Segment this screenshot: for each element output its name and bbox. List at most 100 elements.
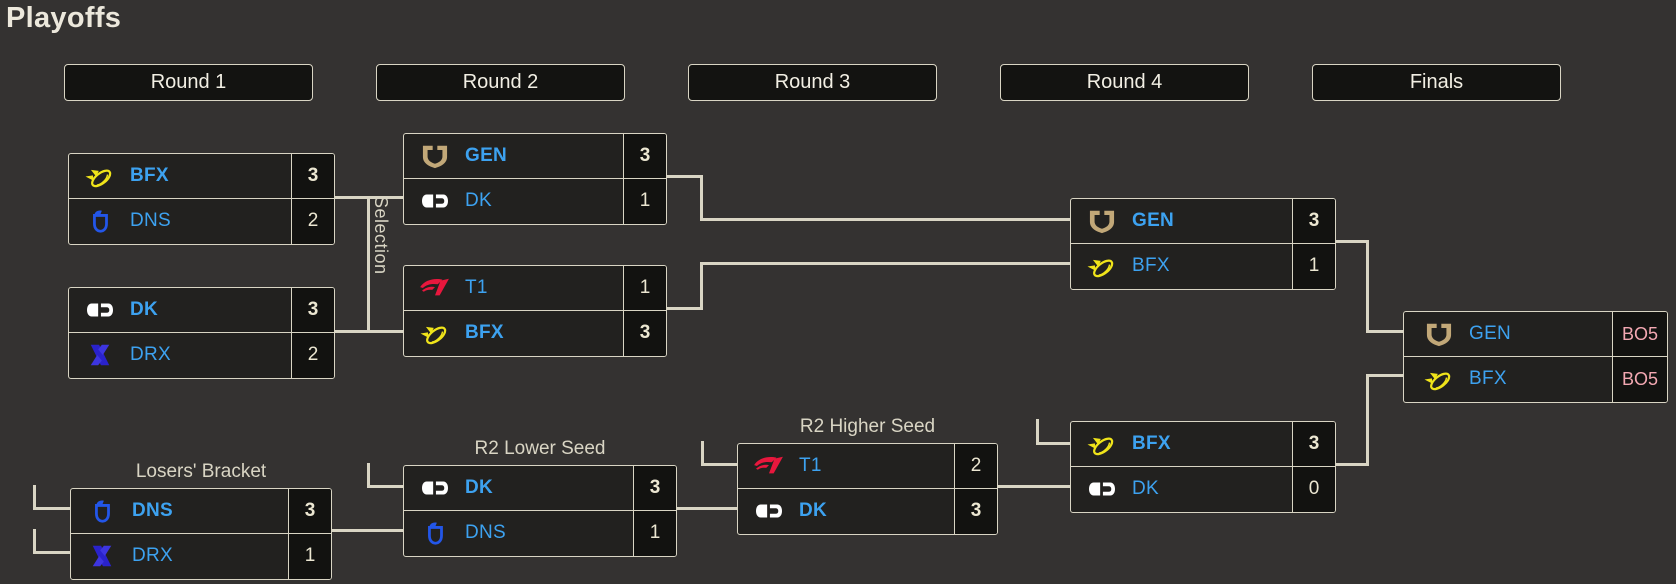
bracket-connector: [677, 507, 737, 510]
team-score: 3: [1292, 199, 1335, 243]
team-row: DNS 1: [404, 510, 676, 556]
team-name[interactable]: DRX: [130, 344, 172, 366]
bracket-connector: [367, 485, 403, 488]
bracket-connector: [1366, 374, 1369, 466]
match-r2-lower-seed-dk-dns: DK 3 DNS 1: [403, 465, 677, 557]
dk-logo-icon: [420, 188, 450, 214]
bracket-connector: [700, 262, 703, 310]
team-bestof: BO5: [1612, 357, 1667, 402]
team-score: 3: [954, 489, 997, 534]
match-losers-dns-drx: DNS 3 DRX 1: [70, 488, 332, 580]
selection-label: Selection: [371, 196, 391, 275]
match-round4-bfx-dk: BFX 3 DK 0: [1070, 421, 1336, 513]
team-row: T1 2: [738, 444, 997, 488]
gen-logo-icon: [420, 143, 450, 169]
match-round2-gen-dk: GEN 3 DK 1: [403, 133, 667, 225]
bracket-connector: [1366, 374, 1403, 377]
bfx-logo-icon: [85, 163, 115, 189]
bracket-connector: [33, 485, 36, 510]
team-score: 3: [1292, 422, 1335, 466]
team-row: BFX 3: [404, 310, 666, 356]
team-name[interactable]: BFX: [1132, 433, 1171, 454]
team-row: BFX 1: [1071, 243, 1335, 289]
team-score: 1: [623, 266, 666, 310]
bracket-connector: [1366, 330, 1403, 333]
team-name[interactable]: DNS: [132, 500, 174, 521]
team-row: DK 0: [1071, 466, 1335, 512]
match-round2-t1-bfx: T1 1 BFX 3: [403, 265, 667, 357]
team-row: DNS 3: [71, 489, 331, 533]
team-row: DRX 2: [69, 332, 334, 378]
dns-logo-icon: [87, 498, 117, 524]
team-name[interactable]: BFX: [1469, 368, 1507, 390]
team-score: 1: [288, 534, 331, 579]
round-header-finals: Finals: [1312, 64, 1561, 101]
r2-lower-seed-label: R2 Lower Seed: [474, 438, 606, 459]
team-name[interactable]: GEN: [1132, 210, 1175, 231]
bfx-logo-icon: [1087, 431, 1117, 457]
page-title: Playoffs: [6, 2, 122, 34]
bracket-connector: [701, 463, 737, 466]
bracket-connector: [332, 529, 403, 532]
team-row: GEN BO5: [1404, 312, 1667, 356]
team-name[interactable]: T1: [465, 277, 488, 298]
bracket-connector: [1336, 240, 1369, 243]
round-header-2: Round 2: [376, 64, 625, 101]
bracket-connector: [667, 307, 703, 310]
t1-logo-icon: [754, 453, 784, 479]
team-name[interactable]: DK: [465, 477, 494, 498]
team-score: 3: [633, 466, 676, 510]
team-score: 3: [623, 134, 666, 178]
team-name[interactable]: BFX: [130, 165, 169, 186]
dns-logo-icon: [420, 520, 450, 546]
team-score: 3: [288, 489, 331, 533]
bracket-connector: [1366, 240, 1369, 333]
team-score: 0: [1292, 467, 1335, 512]
team-score: 2: [954, 444, 997, 488]
match-round1-dk-drx: DK 3 DRX 2: [68, 287, 335, 379]
r2-higher-seed-label: R2 Higher Seed: [799, 416, 936, 437]
team-name[interactable]: DNS: [130, 210, 172, 232]
round-header-3: Round 3: [688, 64, 937, 101]
t1-logo-icon: [420, 275, 450, 301]
match-round1-bfx-dns: BFX 3 DNS 2: [68, 153, 335, 245]
bracket-connector: [33, 507, 70, 510]
bfx-logo-icon: [1087, 253, 1117, 279]
team-name[interactable]: GEN: [465, 145, 508, 166]
team-score: 3: [623, 311, 666, 356]
team-name[interactable]: DK: [1132, 478, 1159, 500]
bfx-logo-icon: [420, 320, 450, 346]
losers-bracket-label: Losers' Bracket: [135, 461, 267, 482]
bracket-connector: [367, 196, 370, 333]
team-name[interactable]: DRX: [132, 545, 174, 567]
round-header-4: Round 4: [1000, 64, 1249, 101]
dk-logo-icon: [420, 475, 450, 501]
team-name[interactable]: T1: [799, 455, 822, 476]
team-name[interactable]: DK: [465, 190, 492, 212]
team-name[interactable]: DK: [130, 299, 159, 320]
team-name[interactable]: BFX: [465, 322, 504, 344]
team-name[interactable]: BFX: [1132, 255, 1170, 277]
round-header-1: Round 1: [64, 64, 313, 101]
team-row: GEN 3: [1071, 199, 1335, 243]
team-row: DNS 2: [69, 198, 334, 244]
team-name[interactable]: DNS: [465, 522, 507, 544]
team-row: DRX 1: [71, 533, 331, 579]
dk-logo-icon: [85, 297, 115, 323]
match-finals-gen-bfx: GEN BO5 BFX BO5: [1403, 311, 1668, 403]
team-row: DK 3: [69, 288, 334, 332]
bracket-connector: [700, 218, 1070, 221]
team-score: 3: [291, 288, 334, 332]
match-round4-gen-bfx: GEN 3 BFX 1: [1070, 198, 1336, 290]
team-score: 2: [291, 199, 334, 244]
team-bestof: BO5: [1612, 312, 1667, 356]
dk-logo-icon: [754, 498, 784, 524]
bracket-connector: [700, 175, 703, 221]
bracket-connector: [700, 262, 1070, 265]
bracket-connector: [33, 529, 36, 554]
bfx-logo-icon: [1424, 366, 1454, 392]
team-name[interactable]: DK: [799, 500, 828, 522]
drx-logo-icon: [87, 543, 117, 569]
team-name[interactable]: GEN: [1469, 323, 1512, 344]
